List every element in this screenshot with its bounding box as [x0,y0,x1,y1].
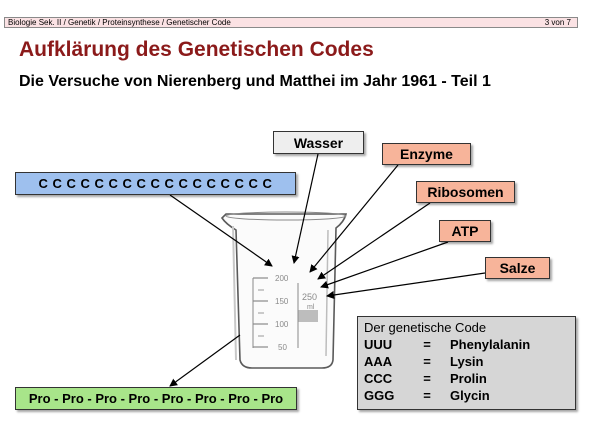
arrow-protein [169,334,241,387]
ingredient-enzyme: Enzyme [382,143,471,165]
beaker-icon: 200 150 100 50 250 ml [220,211,348,369]
mark-150: 150 [275,297,289,306]
codon: CCC [364,371,393,386]
code-row: UUU = Phenylalanin [364,336,569,353]
code-table-heading: Der genetische Code [364,320,487,335]
equals: = [423,388,431,403]
page-indicator: 3 von 7 [544,18,571,27]
capacity-label: 250 [302,292,317,302]
equals: = [423,371,431,386]
ingredient-salts: Salze [485,257,550,279]
codon: GGG [364,388,395,403]
equals: = [423,337,431,352]
protein-chain: Pro - Pro - Pro - Pro - Pro - Pro - Pro … [15,387,297,410]
arrow-ribosome [317,202,431,280]
amino-acid: Glycin [450,388,490,403]
arrow-salts [326,272,486,299]
genetic-code-table: Der genetische Code UUU = Phenylalanin A… [357,316,576,410]
arrow-sequence [169,194,273,267]
code-row: AAA = Lysin [364,353,569,370]
code-row: GGG = Glycin [364,387,569,404]
codon: UUU [364,337,393,352]
code-row: CCC = Prolin [364,370,569,387]
amino-acid: Prolin [450,371,487,386]
beaker-label-patch [298,310,318,322]
amino-acid: Lysin [450,354,484,369]
mark-50: 50 [278,343,287,352]
ingredient-water: Wasser [273,131,364,154]
header-bar: Biologie Sek. II / Genetik / Proteinsynt… [4,17,578,28]
arrow-atp [320,241,449,289]
arrow-water [291,153,319,264]
breadcrumb: Biologie Sek. II / Genetik / Proteinsynt… [8,18,231,27]
mrna-sequence: C C C C C C C C C C C C C C C C C [15,172,296,195]
codon: AAA [364,354,393,369]
ingredient-atp: ATP [439,220,491,242]
mark-100: 100 [275,320,289,329]
unit-label: ml [307,304,315,311]
arrow-enzyme [309,164,399,273]
page-subtitle: Die Versuche von Nierenberg und Matthei … [19,73,491,90]
amino-acid: Phenylalanin [450,337,531,352]
equals: = [423,354,431,369]
page-title: Aufklärung des Genetischen Codes [19,38,374,61]
mark-200: 200 [275,274,289,283]
ingredient-ribosome: Ribosomen [416,181,515,203]
